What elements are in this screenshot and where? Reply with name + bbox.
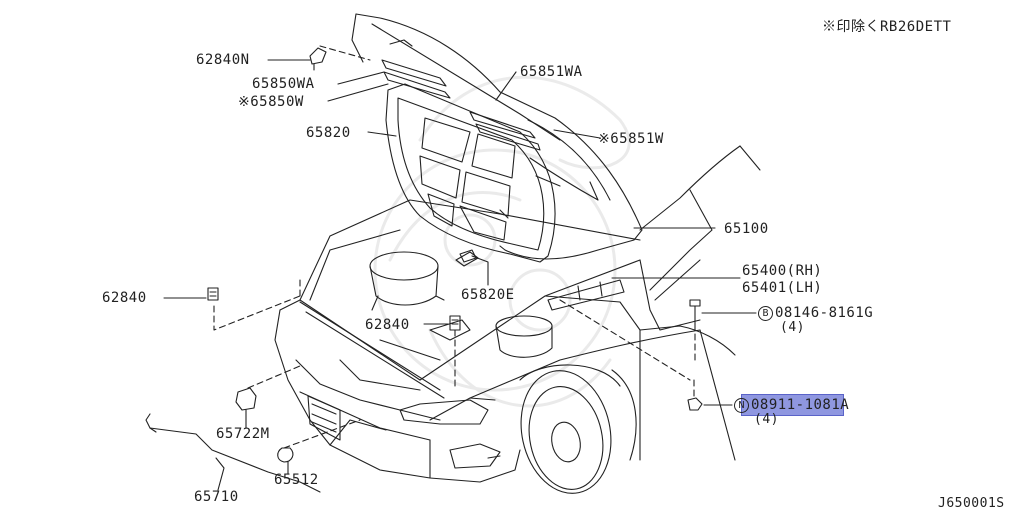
nut-circle-icon: N <box>734 398 749 413</box>
bolt-quantity: (4) <box>780 320 805 335</box>
exclusion-note: ※印除くRB26DETT <box>822 19 952 35</box>
leader-lines <box>163 59 757 491</box>
car-body <box>274 145 761 494</box>
hood-seals <box>381 39 541 151</box>
part-label-65100[interactable]: 65100 <box>724 221 769 237</box>
hood-insulator-65820 <box>385 83 556 263</box>
figure-id: J650001S <box>938 496 1005 510</box>
part-label-65401[interactable]: 65401(LH) <box>742 280 823 296</box>
small-parts <box>145 47 703 493</box>
bolt-part-number: 08146-8161G <box>775 305 874 321</box>
part-label-65710[interactable]: 65710 <box>194 489 239 505</box>
part-label-65400[interactable]: 65400(RH) <box>742 263 823 279</box>
part-label-65851W[interactable]: ※65851W <box>598 131 664 147</box>
dashed-guide-lines <box>213 45 696 449</box>
bolt-circle-icon: B <box>758 306 773 321</box>
part-label-65820E[interactable]: 65820E <box>461 287 515 303</box>
nut-quantity: (4) <box>754 412 779 427</box>
part-label-62840-center[interactable]: 62840 <box>365 317 410 333</box>
engine-bay <box>299 209 625 399</box>
part-label-65722M[interactable]: 65722M <box>216 426 270 442</box>
part-label-65512[interactable]: 65512 <box>274 472 319 488</box>
part-label-65820[interactable]: 65820 <box>306 125 351 141</box>
nut-part-number: 08911-1081A <box>751 397 850 413</box>
part-label-65850W[interactable]: ※65850W <box>238 94 304 110</box>
hood-65100 <box>351 13 643 260</box>
watermark-emblem <box>373 75 631 408</box>
part-label-62840-left[interactable]: 62840 <box>102 290 147 306</box>
part-label-65851WA[interactable]: 65851WA <box>520 64 583 80</box>
part-label-62840N[interactable]: 62840N <box>196 52 250 68</box>
part-label-65850WA[interactable]: 65850WA <box>252 76 315 92</box>
